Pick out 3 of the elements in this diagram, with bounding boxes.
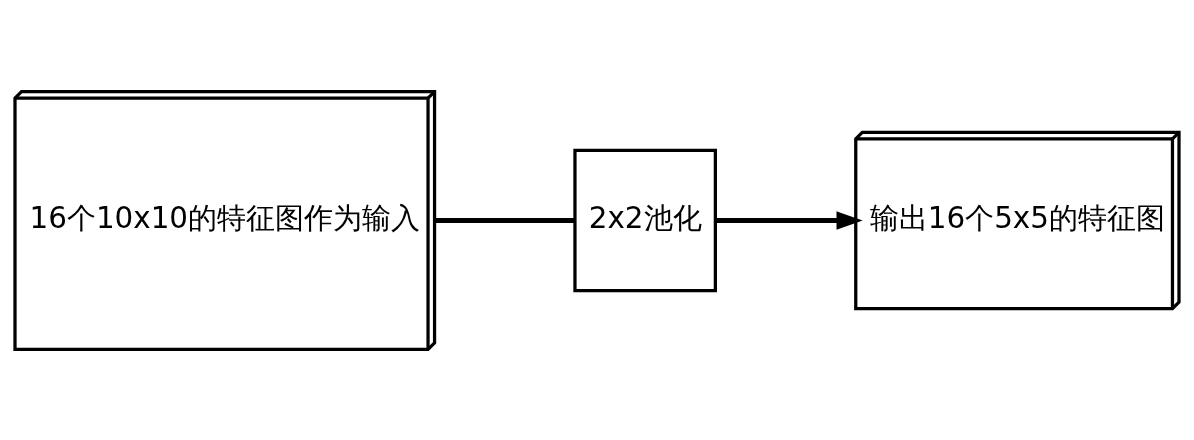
- arrow: [715, 210, 863, 230]
- node-box: 2x2池化: [573, 148, 717, 292]
- connector: [434, 217, 575, 223]
